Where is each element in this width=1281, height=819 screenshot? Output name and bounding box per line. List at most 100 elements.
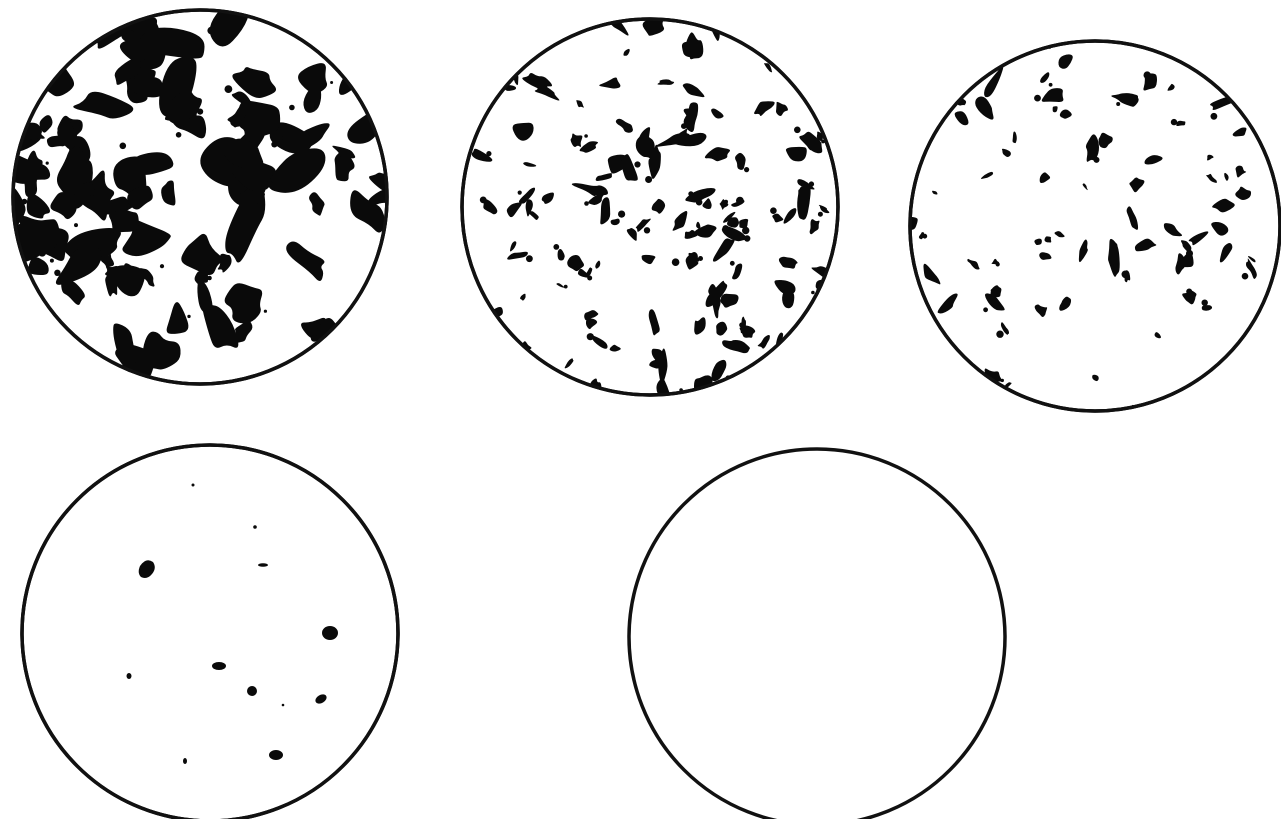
particle xyxy=(282,704,285,707)
particle-speck xyxy=(99,172,104,177)
particle-speck xyxy=(1111,243,1117,249)
particle-speck xyxy=(46,162,49,165)
particle-speck xyxy=(1246,191,1251,196)
particle-speck xyxy=(996,331,1003,338)
particle-speck xyxy=(1116,102,1120,106)
particle xyxy=(212,662,226,670)
particle-speck xyxy=(996,262,1000,266)
particle-speck xyxy=(483,321,487,325)
sample-circle-2 xyxy=(462,9,841,402)
particle-speck xyxy=(744,167,749,172)
particle-speck xyxy=(922,234,927,239)
particle-speck xyxy=(672,258,680,266)
particle-speck xyxy=(742,227,749,234)
particle-speck xyxy=(584,201,589,206)
particle-speck xyxy=(645,176,652,183)
sample-circle-1 xyxy=(0,0,405,393)
particle-speck xyxy=(1034,95,1041,102)
particle-speck xyxy=(811,291,815,295)
particle-speck xyxy=(779,280,784,285)
particle-speck xyxy=(1242,273,1249,280)
particle-speck xyxy=(818,212,823,217)
particle-speck xyxy=(626,12,632,18)
particle xyxy=(339,67,360,95)
particle-speck xyxy=(330,81,333,84)
particle-speck xyxy=(50,259,54,263)
particle xyxy=(1044,236,1051,242)
particle-speck xyxy=(584,134,588,138)
particle-speck xyxy=(1001,379,1004,382)
particle-speck xyxy=(1049,83,1053,87)
particle-speck xyxy=(77,151,80,154)
particle-speck xyxy=(120,143,127,150)
particle-speck xyxy=(271,141,277,147)
particle-speck xyxy=(644,227,650,233)
particle xyxy=(269,750,283,760)
particle xyxy=(322,626,338,640)
particle-speck xyxy=(827,282,834,289)
particle-speck xyxy=(724,200,728,204)
particle-speck xyxy=(794,127,801,134)
particle-speck xyxy=(739,322,744,327)
particle-speck xyxy=(187,315,190,318)
particle-speck xyxy=(289,105,295,111)
particle-speck xyxy=(564,285,568,289)
sample-circle-4 xyxy=(22,445,398,819)
particle-speck xyxy=(744,235,750,241)
particle xyxy=(127,673,132,679)
particle-speck xyxy=(698,256,703,261)
particle-speck xyxy=(576,258,580,262)
particle xyxy=(109,209,139,233)
particle-speck xyxy=(225,85,233,93)
particle-speck xyxy=(688,191,693,196)
particle-speck xyxy=(311,335,318,342)
sample-circle-5 xyxy=(629,449,1005,819)
particle-speck xyxy=(770,207,777,214)
particle-speck xyxy=(1202,300,1208,306)
particle-speck xyxy=(267,181,273,187)
particle-speck xyxy=(480,197,487,204)
particle-speck xyxy=(93,366,100,373)
particle-speck xyxy=(486,151,491,156)
particle-speck xyxy=(54,270,60,276)
particle-speck xyxy=(22,199,28,205)
sample-circle-3 xyxy=(904,34,1280,417)
particle-speck xyxy=(207,27,215,35)
particle xyxy=(20,216,60,252)
particle xyxy=(253,525,257,529)
particle-speck xyxy=(730,261,735,266)
particle-speck xyxy=(207,276,212,281)
particle-speck xyxy=(587,333,594,340)
particle xyxy=(183,758,187,764)
particle-speck xyxy=(686,109,694,117)
particle-speck xyxy=(1094,157,1100,163)
particle-speck xyxy=(736,197,744,205)
particle-speck xyxy=(518,191,522,195)
particle-speck xyxy=(553,244,559,250)
particle-speck xyxy=(401,207,405,211)
particle-speck xyxy=(1049,34,1056,41)
particle-speck xyxy=(992,294,996,298)
particle-speck xyxy=(176,132,182,138)
particle-speck xyxy=(1171,119,1177,125)
sample-5-outline xyxy=(629,449,1005,819)
particle-speck xyxy=(74,223,78,227)
particle-speck xyxy=(618,211,625,218)
particle xyxy=(192,484,195,487)
particle-speck xyxy=(160,264,164,268)
particle-speck xyxy=(1186,289,1192,295)
particle-speck xyxy=(0,191,2,198)
particle-speck xyxy=(264,310,267,313)
particle-speck xyxy=(634,161,640,167)
particle xyxy=(247,686,257,696)
particle-speck xyxy=(983,307,988,312)
particle-speck xyxy=(1122,271,1130,279)
particle-speck xyxy=(696,199,703,206)
particle-speck xyxy=(953,93,959,99)
particle-speck xyxy=(279,136,283,140)
particle-speck xyxy=(197,109,203,115)
particle-speck xyxy=(1211,113,1218,120)
particle-speck xyxy=(1144,71,1151,78)
particle xyxy=(258,563,268,567)
